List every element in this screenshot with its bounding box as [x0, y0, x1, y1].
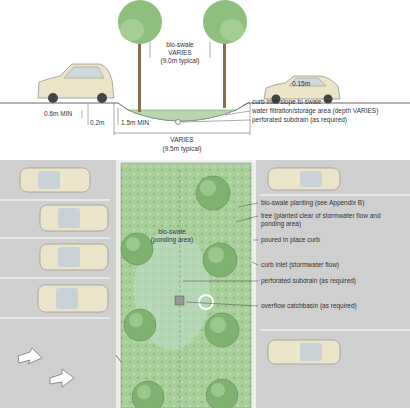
plan-view: [0, 160, 410, 408]
callout: overflow catchbasin (as required): [261, 302, 357, 310]
dimension: 0.15m: [292, 80, 310, 88]
callout: perforated subdrain (as required): [261, 277, 356, 285]
dimension: (9.5m typical): [162, 145, 201, 153]
dimension: VARIES: [168, 49, 191, 57]
callout: water filtration/storage area (depth VAR…: [252, 107, 378, 115]
callout: bio-swale planting (see Appendix B): [261, 199, 364, 207]
dimension: 0.2m: [90, 119, 104, 127]
callout: curb inlet slope to swale: [252, 98, 321, 106]
callout: tree (planted clear of stormwater flow a…: [261, 212, 396, 227]
callout: poured in place curb: [261, 236, 320, 244]
callout: perforated subdrain (as required): [252, 116, 347, 124]
dimension: 0.6m MIN: [44, 110, 72, 118]
section-view: [0, 0, 410, 135]
label-title: bio-swale: [166, 41, 193, 49]
dimension: (9.0m typical): [160, 57, 199, 65]
callout: curb inlet (stormwater flow): [261, 261, 339, 269]
dimension: VARIES: [170, 136, 193, 144]
dimension: 1.5m MIN: [121, 119, 149, 127]
area-label: bio-swale (ponding area): [150, 228, 194, 243]
